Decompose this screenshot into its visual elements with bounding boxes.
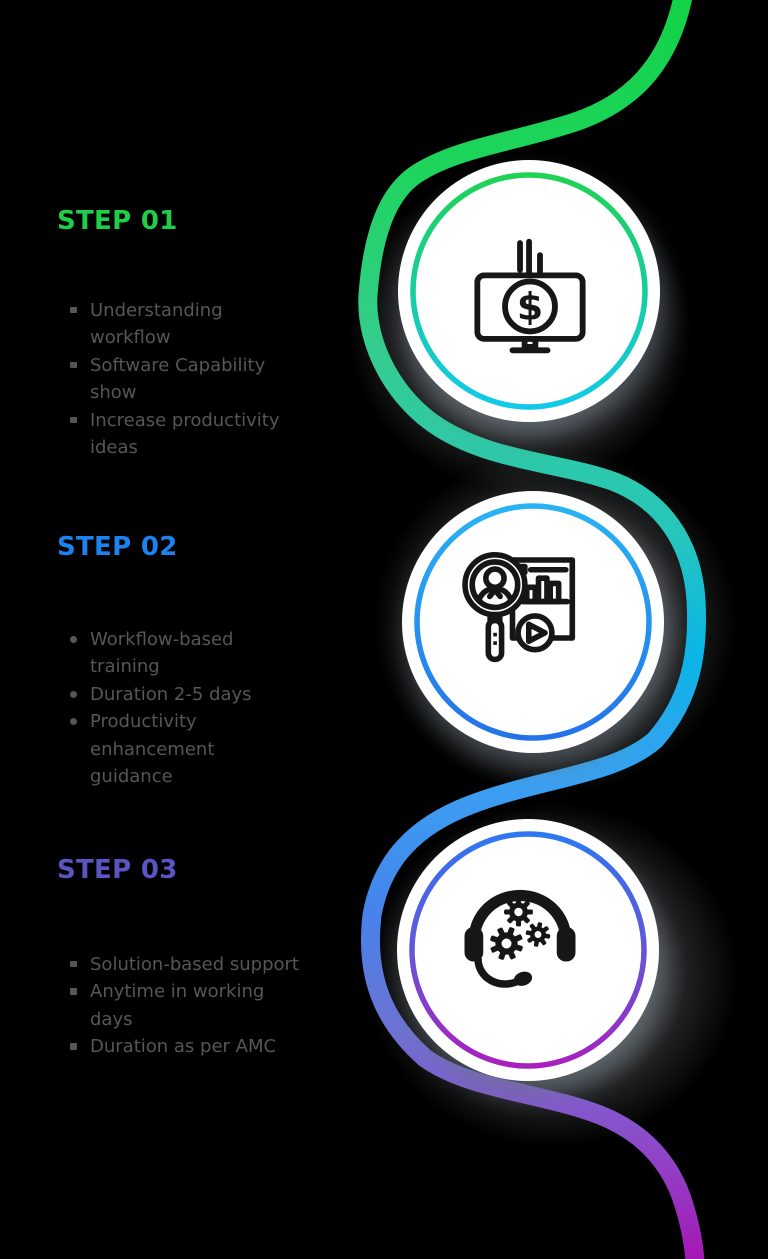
list-item-text: Increase productivity ideas — [90, 409, 280, 459]
list-item: Increase productivity ideas — [57, 407, 337, 462]
list-item-text: Duration 2-5 days — [90, 683, 252, 705]
square-bullet-icon — [70, 960, 77, 968]
step1-list: Understanding workflow Software Capabili… — [57, 297, 337, 462]
step2-section: STEP 02 Workflow-based training Duration… — [57, 533, 337, 791]
step3-badge — [397, 819, 659, 1081]
step1-ring — [410, 172, 648, 410]
step3-disc — [397, 819, 659, 1081]
step3-title: STEP 03 — [57, 855, 178, 885]
list-item: Duration 2-5 days — [57, 681, 337, 709]
round-bullet-icon — [70, 690, 77, 698]
list-item-text: Duration as per AMC — [90, 1036, 277, 1058]
step3-section: STEP 03 Solution-based support Anytime i… — [57, 856, 337, 1061]
square-bullet-icon — [70, 361, 77, 369]
round-bullet-icon — [70, 718, 77, 726]
list-item-text: Anytime in working days — [90, 981, 265, 1030]
step3-ring — [409, 831, 647, 1069]
square-bullet-icon — [70, 306, 77, 314]
list-item-text: Productivity enhancement guidance — [90, 711, 215, 788]
svg-text:$: $ — [517, 284, 543, 328]
step2-title: STEP 02 — [57, 532, 178, 562]
list-item: Anytime in working days — [57, 978, 337, 1033]
step3-list: Solution-based support Anytime in workin… — [57, 951, 337, 1061]
search-person-analytics-icon — [462, 552, 576, 663]
list-item-text: Solution-based support — [90, 953, 299, 975]
step2-ring — [414, 503, 652, 741]
monitor-dollar-icon: $ — [474, 238, 586, 354]
square-bullet-icon — [70, 416, 77, 424]
list-item: Understanding workflow — [57, 297, 337, 352]
square-bullet-icon — [70, 988, 77, 995]
flow-curve — [358, 0, 706, 1259]
list-item: Duration as per AMC — [57, 1033, 337, 1061]
list-item-text: Workflow-based training — [90, 628, 234, 678]
step1-badge: $ — [398, 160, 660, 422]
list-item-text: Understanding workflow — [90, 299, 223, 349]
square-bullet-icon — [70, 1043, 77, 1050]
step2-badge — [402, 491, 664, 753]
list-item: Software Capability show — [57, 352, 337, 407]
step1-title: STEP 01 — [57, 206, 178, 236]
support-headset-gears-icon — [464, 890, 576, 988]
list-item: Solution-based support — [57, 951, 337, 979]
step1-section: STEP 01 Understanding workflow Software … — [57, 207, 337, 462]
list-item: Productivity enhancement guidance — [57, 708, 337, 791]
list-item: Workflow-based training — [57, 626, 337, 681]
round-bullet-icon — [70, 635, 77, 643]
step2-list: Workflow-based training Duration 2-5 day… — [57, 626, 337, 791]
list-item-text: Software Capability show — [90, 354, 266, 404]
